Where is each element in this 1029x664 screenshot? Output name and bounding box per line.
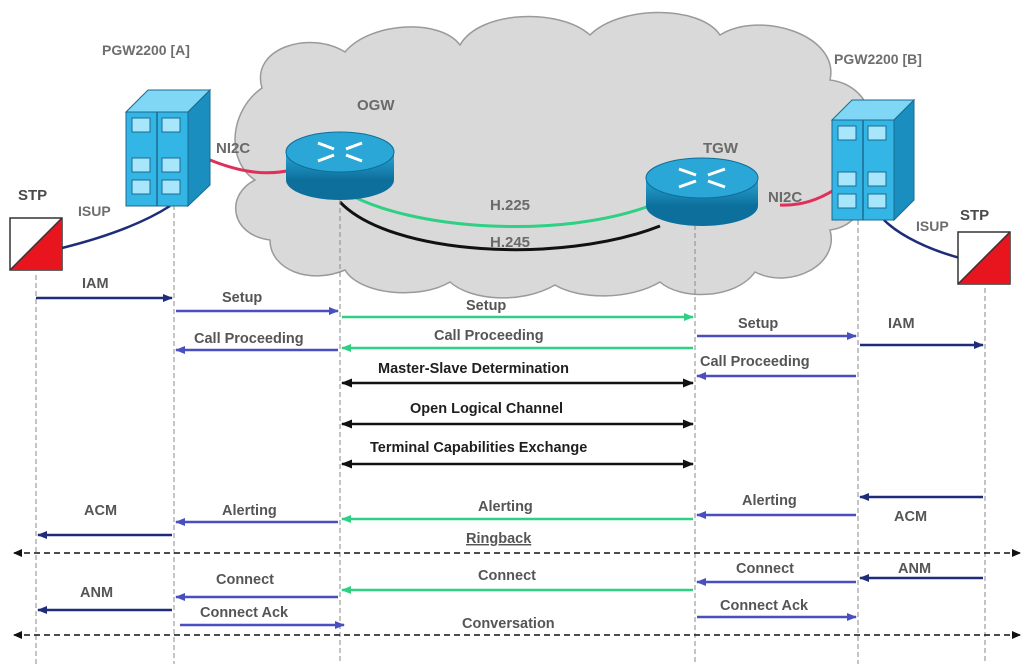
signal-transfer-point-icon (9, 217, 63, 271)
setup-mid-label: Setup (466, 298, 506, 314)
h225-label: H.225 (490, 197, 530, 214)
h225-link (344, 190, 653, 229)
ni2c-b-label: NI2C (768, 189, 802, 206)
alerting-a-label: Alerting (222, 503, 277, 519)
olc-label: Open Logical Channel (410, 401, 563, 417)
ringback-label: Ringback (466, 531, 532, 547)
ogw-label: OGW (357, 97, 395, 114)
ip-network-cloud (234, 11, 871, 299)
connectack-b-label: Connect Ack (720, 598, 809, 614)
softswitch-icon (830, 98, 916, 222)
callproc-a-label: Call Proceeding (194, 331, 304, 347)
connect-b-label: Connect (736, 561, 794, 577)
h245-label: H.245 (490, 234, 530, 251)
softswitch-icon (124, 88, 212, 208)
pgw-a-label: PGW2200 [A] (102, 42, 190, 58)
tgw-label: TGW (703, 140, 739, 157)
router-icon (645, 157, 759, 226)
connectack-a-label: Connect Ack (200, 605, 289, 621)
callproc-mid-label: Call Proceeding (434, 328, 544, 344)
ni2c-a-label: NI2C (216, 140, 250, 157)
setup-b-label: Setup (738, 316, 778, 332)
isup-link-a (61, 204, 171, 250)
anm-a-label: ANM (80, 585, 113, 601)
isup-a-label: ISUP (78, 203, 111, 219)
pgw-b-label: PGW2200 [B] (834, 51, 922, 67)
alerting-b-label: Alerting (742, 493, 797, 509)
setup-a-label: Setup (222, 290, 262, 306)
iam-b-label: IAM (888, 316, 915, 332)
callproc-b-label: Call Proceeding (700, 354, 810, 370)
iam-a-label: IAM (82, 276, 109, 292)
msd-label: Master-Slave Determination (378, 361, 569, 377)
alerting-mid-label: Alerting (478, 499, 533, 515)
isup-b-label: ISUP (916, 218, 949, 234)
acm-b-label: ACM (894, 509, 927, 525)
connect-a-label: Connect (216, 572, 274, 588)
stp-a-label: STP (18, 187, 47, 204)
isup-link-b (883, 219, 961, 260)
conversation-label: Conversation (462, 616, 555, 632)
anm-b-label: ANM (898, 561, 931, 577)
router-icon (285, 131, 395, 200)
stp-b-label: STP (960, 207, 989, 224)
signal-transfer-point-icon (957, 231, 1011, 285)
h245-link (338, 200, 661, 252)
ni2c-link-a (209, 158, 293, 175)
tce-label: Terminal Capabilities Exchange (370, 440, 587, 456)
acm-a-label: ACM (84, 503, 117, 519)
connect-mid-label: Connect (478, 568, 536, 584)
ni2c-link-b (779, 188, 835, 207)
